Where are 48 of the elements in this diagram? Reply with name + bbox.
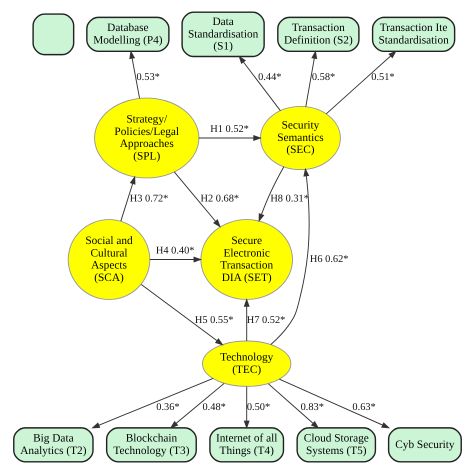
node-box: Transaction Definition (S2) [276,16,360,52]
edge-label: 0.51* [370,72,394,83]
edge-label: 0.83* [300,402,324,413]
arrow [169,382,224,429]
edge-label: 0.53* [136,72,160,83]
node-box: Blockchain Technology (T3) [105,427,196,463]
edge-label: H3 0.72* [129,193,168,204]
edge-label: H7 0.52* [246,314,285,326]
node-box: Cloud Storage Systems (T5) [296,427,376,463]
arrow [270,168,310,345]
edge-label: H8 0.31* [270,193,308,204]
node-box: Internet of all Things (T4) [208,427,284,463]
edge-label: 0.63* [352,402,376,413]
edge-label: H6 0.62* [309,254,348,266]
node-ellipse: Strategy/ Policies/Legal Approaches (SPL) [94,98,199,178]
node-box: Big Data Analytics (T2) [12,427,94,463]
arrow [243,386,250,430]
edge-label: 0.48* [202,402,226,413]
node-box: Transaction Ite Standardisation [371,16,455,52]
arrow [243,298,250,342]
edge-label: H4 0.40* [155,246,194,257]
arrow [90,378,213,428]
arrow [238,56,280,112]
edge-label: 0.36* [156,402,180,413]
edge-label: 0.44* [258,72,281,83]
arrow [198,135,262,141]
node-box [32,13,74,56]
node-ellipse: Technology (TEC) [202,340,291,387]
arrow [128,50,140,99]
edge-label: H2 0.68* [200,193,239,204]
edge-label: 0.50* [246,402,270,413]
arrow [267,383,319,429]
node-circle: Social and Cultural Aspects (SCA) [67,219,150,300]
arrow [148,256,202,262]
node-ellipse: Security Semantics (SEC) [260,106,340,170]
arrow [120,176,135,222]
arrow [304,50,317,108]
edge-label: 0.58* [311,72,335,83]
edge-label: H1 0.52* [210,124,248,136]
arrow [278,378,390,428]
node-box: Database Modelling (P4) [86,16,170,52]
arrow [258,166,284,222]
node-box: Cyb Security [387,427,462,463]
edge-label: H5 0.55* [194,314,233,326]
arrow [173,172,220,228]
arrow [325,50,396,114]
node-box: Data Standardisation (S1) [180,11,264,58]
arrow [140,284,224,346]
